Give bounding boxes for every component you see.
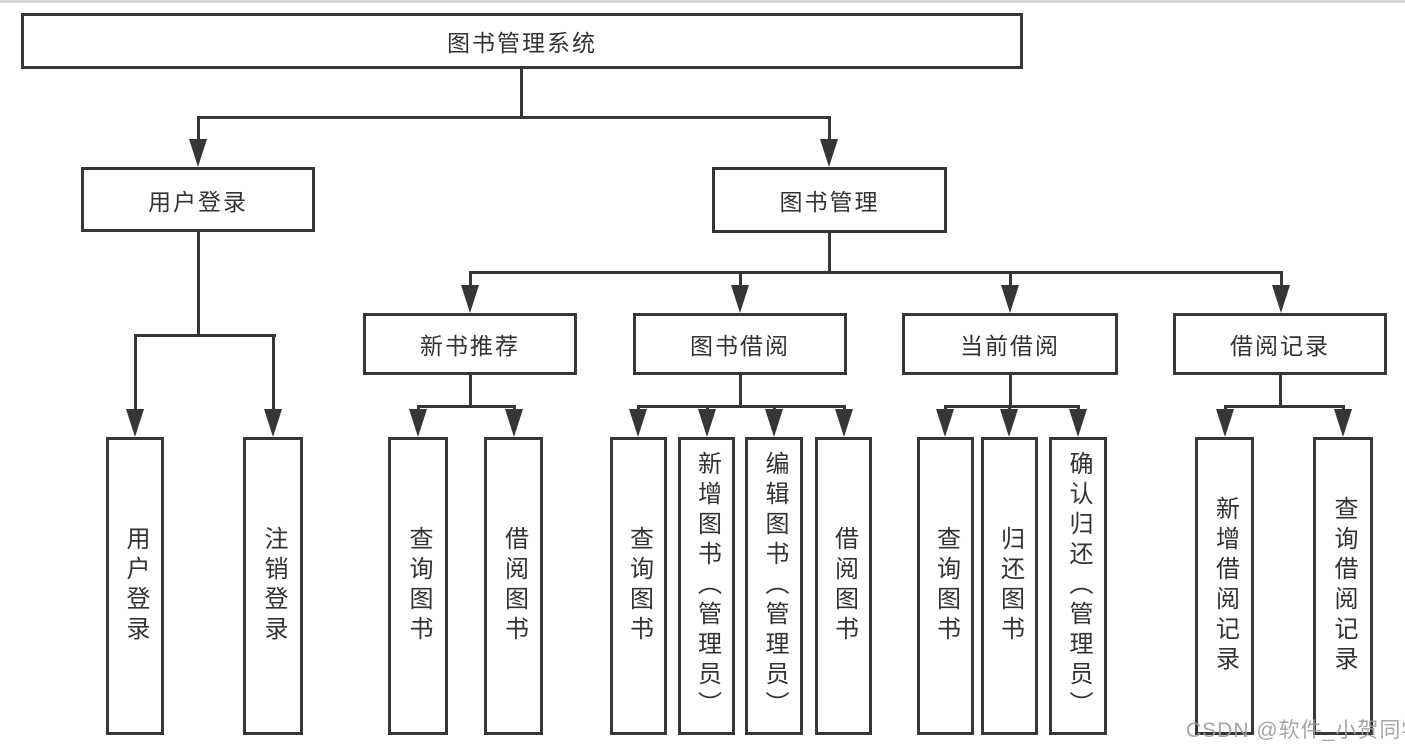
- connector-arrow: [820, 139, 838, 167]
- node-label: 借阅记录: [1230, 333, 1330, 359]
- connector-line: [637, 405, 846, 408]
- connector-line: [197, 116, 200, 142]
- node-label: 借阅图书: [500, 526, 528, 646]
- connector-arrow: [629, 409, 647, 437]
- connector-line: [134, 334, 276, 337]
- connector-arrow: [936, 409, 954, 437]
- leaf-query-books-current: 查询图书: [917, 437, 974, 735]
- connector-arrow: [698, 409, 716, 437]
- leaf-return-books: 归还图书: [981, 437, 1038, 735]
- node-label: 图书管理系统: [447, 30, 597, 56]
- node-label: 查询图书: [932, 526, 960, 646]
- node-label: 新增借阅记录: [1211, 496, 1239, 676]
- connector-line: [1009, 375, 1012, 408]
- connector-line: [469, 375, 472, 408]
- connector-arrow: [731, 285, 749, 313]
- node-label: 图书管理: [779, 189, 880, 215]
- connector-line: [469, 271, 472, 290]
- node-borrowing-records: 借阅记录: [1173, 313, 1387, 375]
- connector-arrow: [1216, 409, 1234, 437]
- node-label: 归还图书: [996, 526, 1024, 646]
- connector-line: [272, 334, 275, 412]
- connector-arrow: [264, 409, 282, 437]
- node-book-borrowing: 图书借阅: [633, 313, 847, 375]
- connector-line: [1279, 375, 1282, 408]
- leaf-confirm-return-admin: 确认归还（管理员）: [1049, 437, 1107, 735]
- connector-arrow: [765, 409, 783, 437]
- connector-line: [739, 375, 742, 408]
- node-label: 确认归还（管理员）: [1065, 451, 1092, 721]
- node-label: 用户登录: [122, 526, 149, 646]
- connector-line: [828, 116, 831, 142]
- node-current-borrowing: 当前借阅: [902, 313, 1118, 375]
- connector-arrow: [126, 409, 144, 437]
- leaf-add-books-admin: 新增图书（管理员）: [678, 437, 735, 735]
- leaf-user-login: 用户登录: [106, 437, 164, 735]
- connector-line: [417, 405, 516, 408]
- connector-arrow: [409, 409, 427, 437]
- connector-arrow: [189, 139, 207, 167]
- node-label: 借阅图书: [830, 526, 858, 646]
- node-label: 图书借阅: [690, 333, 790, 359]
- connector-line: [520, 69, 523, 116]
- node-label: 查询借阅记录: [1330, 496, 1357, 676]
- connector-line: [739, 271, 742, 290]
- node-book-management: 图书管理: [712, 167, 947, 233]
- node-new-book-recommendation: 新书推荐: [363, 313, 577, 375]
- connector-line: [134, 334, 137, 412]
- leaf-logout-login: 注销登录: [243, 437, 303, 735]
- connector-arrow: [1001, 285, 1019, 313]
- leaf-borrow-books-recommend: 借阅图书: [484, 437, 543, 735]
- node-label: 查询图书: [625, 526, 653, 646]
- leaf-query-books-recommend: 查询图书: [388, 437, 448, 735]
- node-user-login: 用户登录: [81, 167, 315, 232]
- node-label: 用户登录: [148, 188, 248, 215]
- leaf-edit-books-admin: 编辑图书（管理员）: [745, 437, 803, 735]
- connector-line: [1009, 271, 1012, 290]
- connector-arrow: [835, 409, 853, 437]
- connector-arrow: [1069, 409, 1087, 437]
- node-library-management-system: 图书管理系统: [21, 13, 1023, 69]
- leaf-borrow-books-borrowing: 借阅图书: [815, 437, 872, 735]
- node-label: 新增图书（管理员）: [693, 451, 721, 721]
- connector-line: [828, 233, 831, 274]
- connector-arrow: [505, 409, 523, 437]
- connector-line: [197, 116, 831, 119]
- node-label: 新书推荐: [420, 333, 520, 359]
- top-edge-strip: [0, 0, 1405, 3]
- connector-line: [1224, 405, 1345, 408]
- node-label: 当前借阅: [960, 333, 1060, 359]
- leaf-add-borrow-record: 新增借阅记录: [1195, 437, 1254, 735]
- node-label: 查询图书: [405, 526, 432, 646]
- node-label: 编辑图书（管理员）: [761, 451, 788, 721]
- leaf-query-borrow-record: 查询借阅记录: [1313, 437, 1373, 735]
- connector-line: [197, 232, 200, 336]
- node-label: 注销登录: [260, 526, 287, 646]
- watermark: CSDN @软件_小贺同学: [1186, 719, 1405, 742]
- connector-line: [1280, 271, 1283, 290]
- connector-arrow: [1272, 285, 1290, 313]
- connector-arrow: [1334, 409, 1352, 437]
- connector-line: [469, 271, 1283, 274]
- connector-arrow: [461, 285, 479, 313]
- connector-arrow: [1000, 409, 1018, 437]
- connector-line: [944, 405, 1080, 408]
- leaf-query-books-borrowing: 查询图书: [610, 437, 667, 735]
